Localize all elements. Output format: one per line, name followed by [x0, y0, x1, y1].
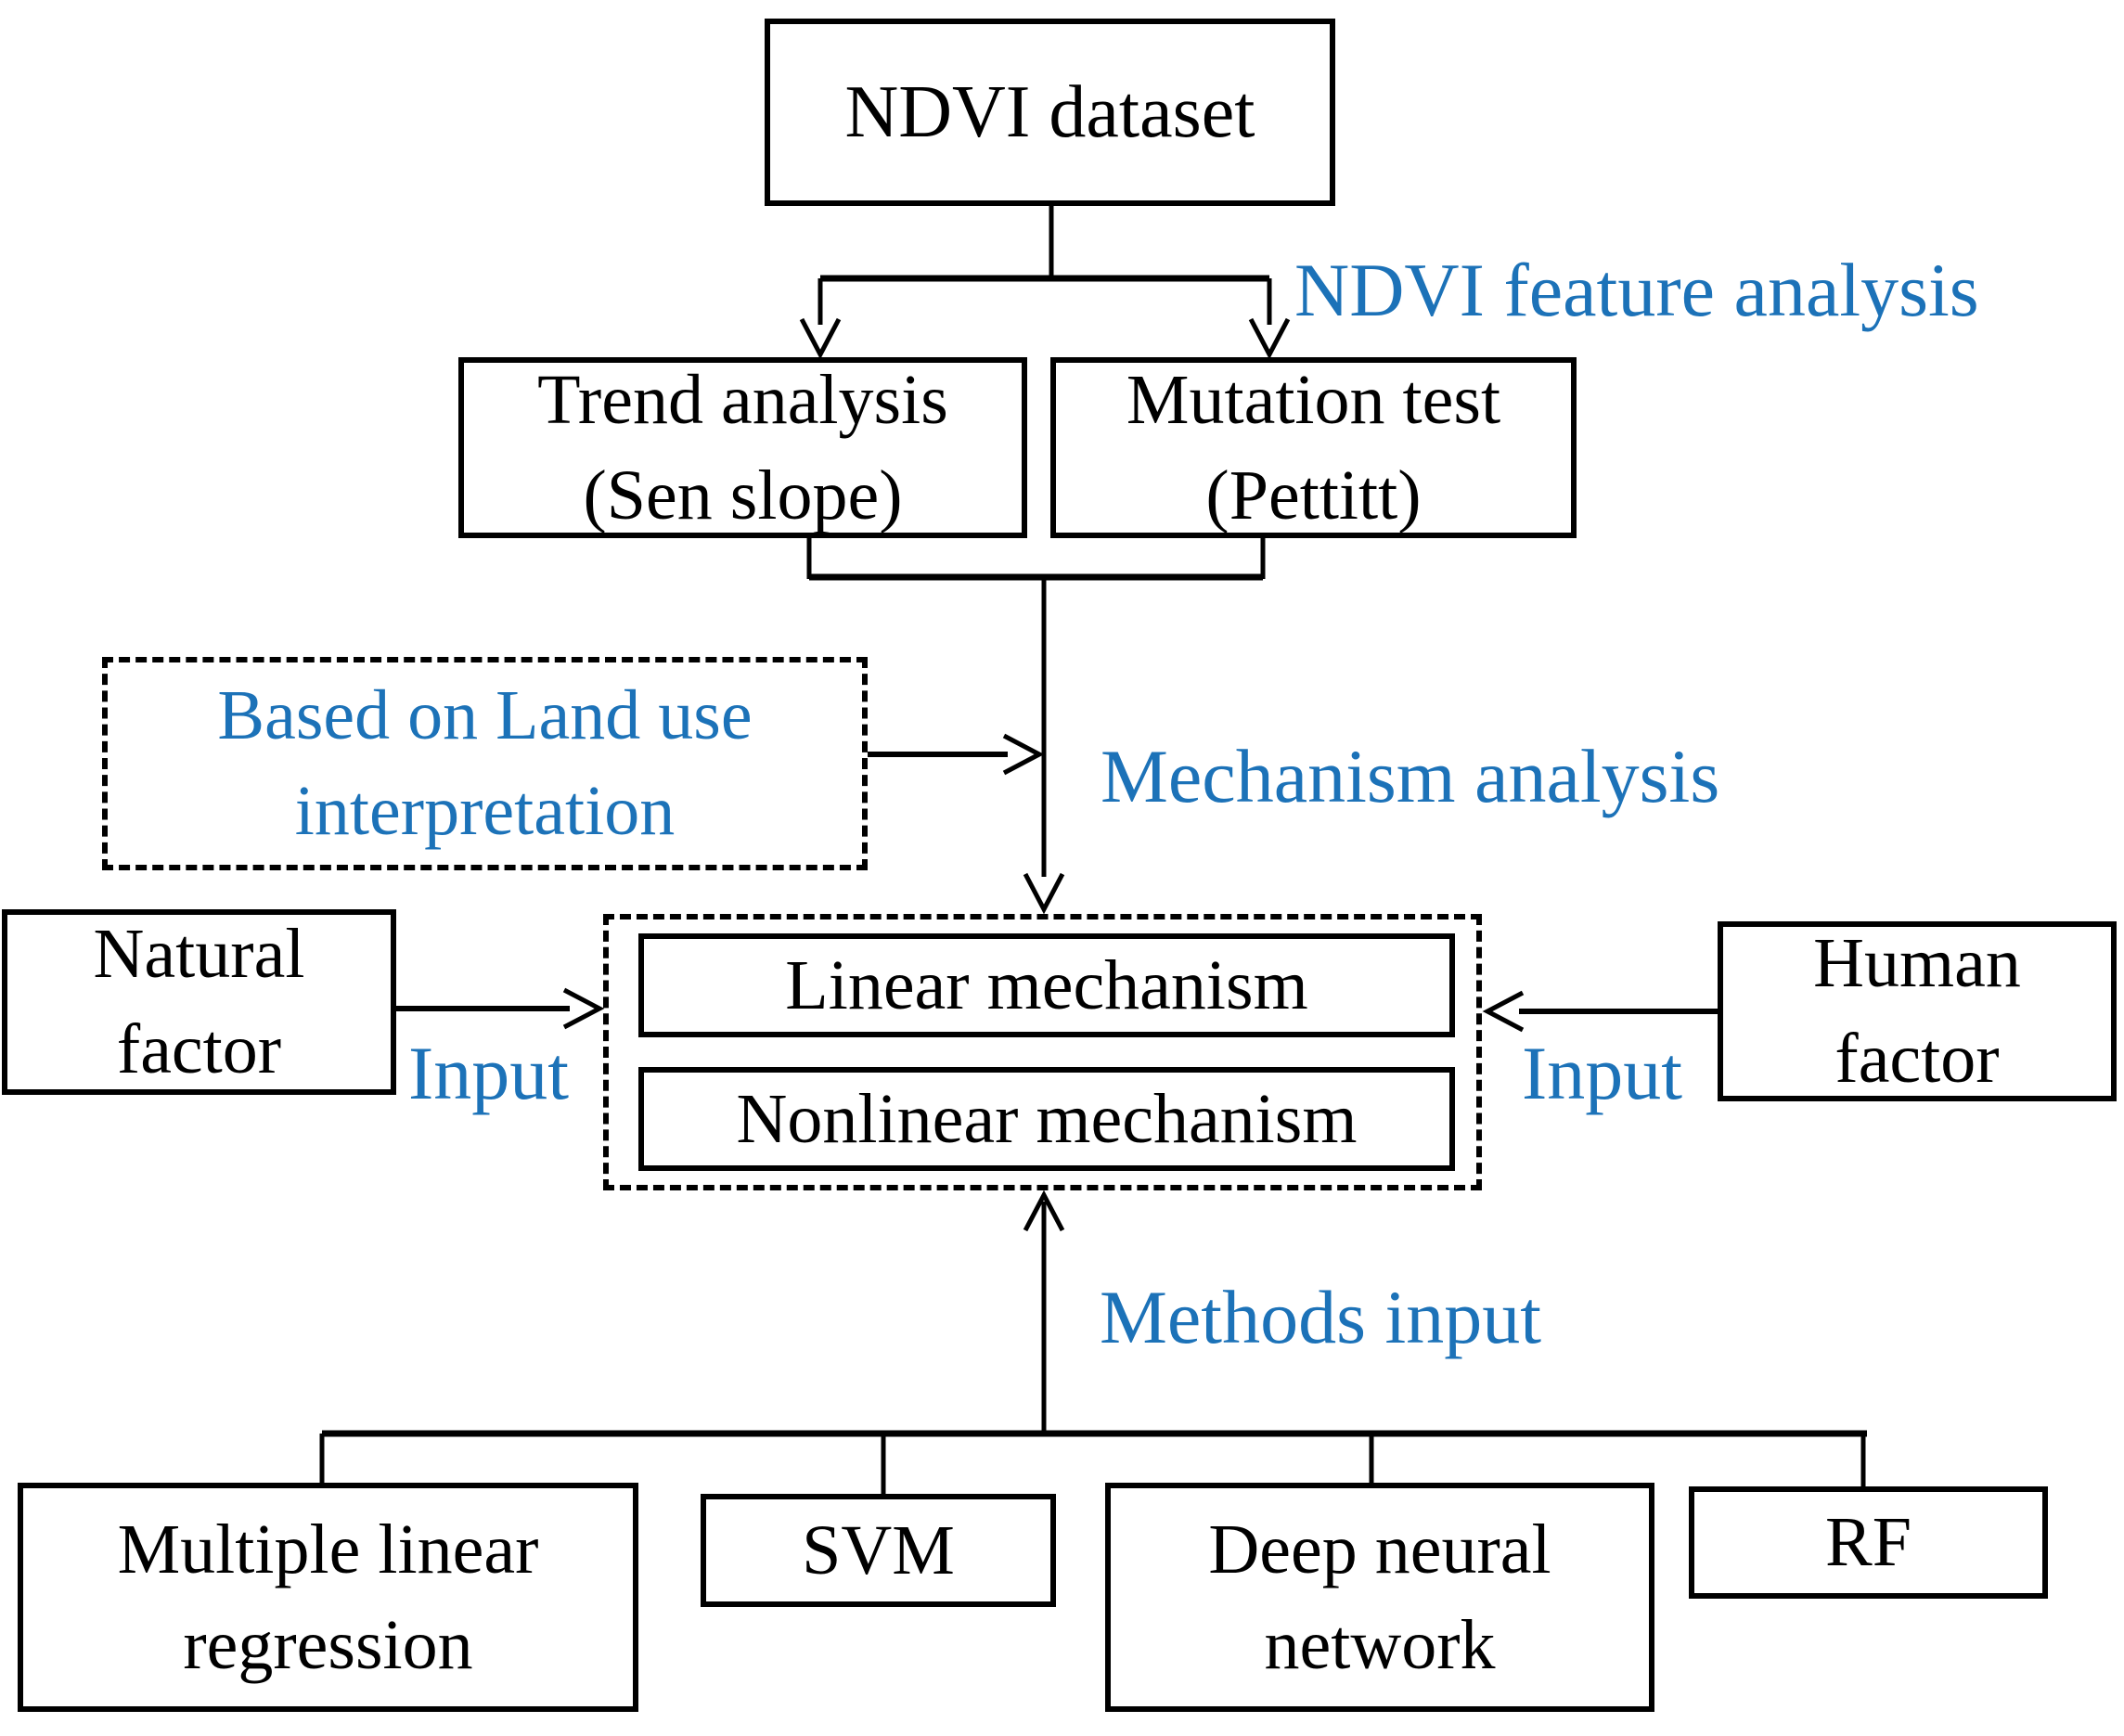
dnn-line-1: Deep neural: [1208, 1510, 1551, 1588]
box-multiple-linear-regression: Multiple linear regression: [18, 1483, 638, 1712]
box-natural-factor: Natural factor: [2, 909, 396, 1095]
box-deep-neural-network: Deep neural network: [1105, 1483, 1654, 1712]
mutation-test-line-1: Mutation test: [1126, 360, 1501, 439]
box-nonlinear-mechanism: Nonlinear mechanism: [638, 1067, 1455, 1171]
svm-label: SVM: [802, 1511, 955, 1589]
land-use-line-2: interpretation: [294, 772, 676, 850]
rf-label: RF: [1825, 1503, 1912, 1582]
label-input-left: Input: [408, 1031, 570, 1115]
box-land-use-interpretation: Based on Land use interpretation: [102, 657, 868, 870]
box-svm: SVM: [701, 1494, 1056, 1607]
mutation-test-line-2: (Pettitt): [1205, 456, 1422, 534]
box-linear-mechanism: Linear mechanism: [638, 933, 1455, 1037]
box-mutation-test: Mutation test (Pettitt): [1050, 357, 1577, 538]
human-factor-line-2: factor: [1834, 1020, 2000, 1098]
arrowhead-human-input: [1482, 990, 1525, 1033]
box-ndvi-dataset: NDVI dataset: [765, 19, 1335, 206]
mlr-line-2: regression: [183, 1605, 473, 1684]
trend-analysis-line-2: (Sen slope): [583, 456, 903, 534]
dnn-line-2: network: [1264, 1605, 1496, 1684]
ndvi-dataset-label: NDVI dataset: [844, 71, 1255, 153]
arrowhead-natural-input: [562, 987, 605, 1030]
arrowhead-landuse-right: [1002, 733, 1045, 776]
box-mechanism-container: [603, 914, 1482, 1190]
trend-analysis-line-1: Trend analysis: [537, 360, 948, 439]
human-factor-line-1: Human: [1813, 924, 2021, 1003]
label-ndvi-feature-analysis: NDVI feature analysis: [1294, 248, 1979, 332]
box-trend-analysis: Trend analysis (Sen slope): [458, 357, 1027, 538]
label-input-right: Input: [1522, 1031, 1683, 1115]
natural-factor-line-1: Natural: [93, 915, 305, 994]
arrowhead-to-mechanism-container: [1023, 872, 1065, 915]
arrowhead-to-mutation-test: [1248, 317, 1291, 360]
box-human-factor: Human factor: [1718, 921, 2117, 1101]
natural-factor-line-2: factor: [116, 1010, 282, 1088]
linear-mechanism-label: Linear mechanism: [785, 945, 1308, 1024]
mlr-line-1: Multiple linear: [117, 1510, 539, 1588]
nonlinear-mechanism-label: Nonlinear mechanism: [736, 1079, 1358, 1158]
arrowhead-methods-up: [1023, 1189, 1065, 1232]
box-rf: RF: [1689, 1486, 2048, 1599]
land-use-line-1: Based on Land use: [217, 676, 753, 755]
label-methods-input: Methods input: [1100, 1275, 1542, 1359]
arrowhead-to-trend-analysis: [799, 317, 842, 360]
label-mechanism-analysis: Mechanism analysis: [1101, 734, 1720, 818]
